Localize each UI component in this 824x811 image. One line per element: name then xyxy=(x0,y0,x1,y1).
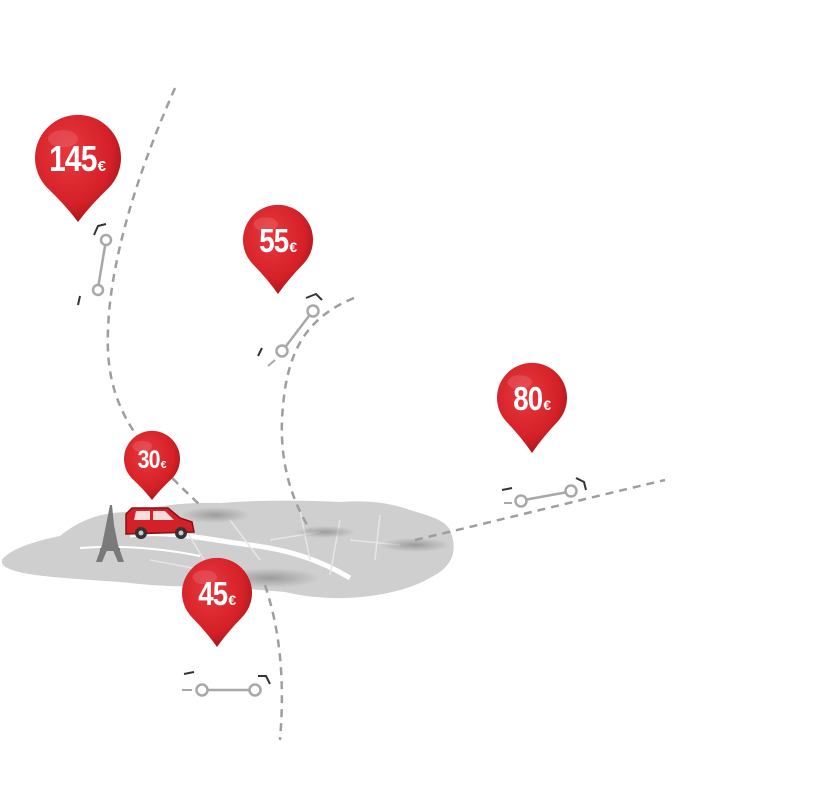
pin-currency-label: € xyxy=(543,397,551,413)
route-icon-55 xyxy=(257,292,323,367)
pin-currency-label: € xyxy=(228,592,236,608)
pin-currency-label: € xyxy=(161,459,167,471)
map-pin-icon xyxy=(497,362,567,453)
map-pin-30: 30€ xyxy=(124,430,180,500)
route-icon-80 xyxy=(501,477,587,508)
map-pin-80: 80€ xyxy=(497,362,567,453)
route-icon-145 xyxy=(77,223,113,306)
city-map xyxy=(1,500,454,599)
map-pin-icon xyxy=(243,204,314,294)
map-pin-icon xyxy=(34,114,121,222)
pin-price-label: 30 xyxy=(138,446,160,474)
map-pin-145: 145€ xyxy=(34,114,121,222)
pin-price-label: 145 xyxy=(49,138,97,179)
pin-currency-label: € xyxy=(98,158,107,175)
map-pin-45: 45€ xyxy=(182,557,252,647)
pin-price-label: 45 xyxy=(198,575,228,612)
routes xyxy=(106,87,666,741)
car-icon xyxy=(125,507,195,539)
eiffel-tower-icon xyxy=(96,505,124,562)
pin-price-label: 80 xyxy=(513,380,542,417)
pin-price-label: 55 xyxy=(259,222,289,259)
price-pins: 145€55€80€30€45€ xyxy=(34,114,567,647)
route-icon-45 xyxy=(182,671,271,697)
pin-currency-label: € xyxy=(289,239,297,255)
map-pin-icon xyxy=(182,557,252,647)
map-pin-icon xyxy=(124,430,180,500)
map-pin-55: 55€ xyxy=(243,204,314,294)
